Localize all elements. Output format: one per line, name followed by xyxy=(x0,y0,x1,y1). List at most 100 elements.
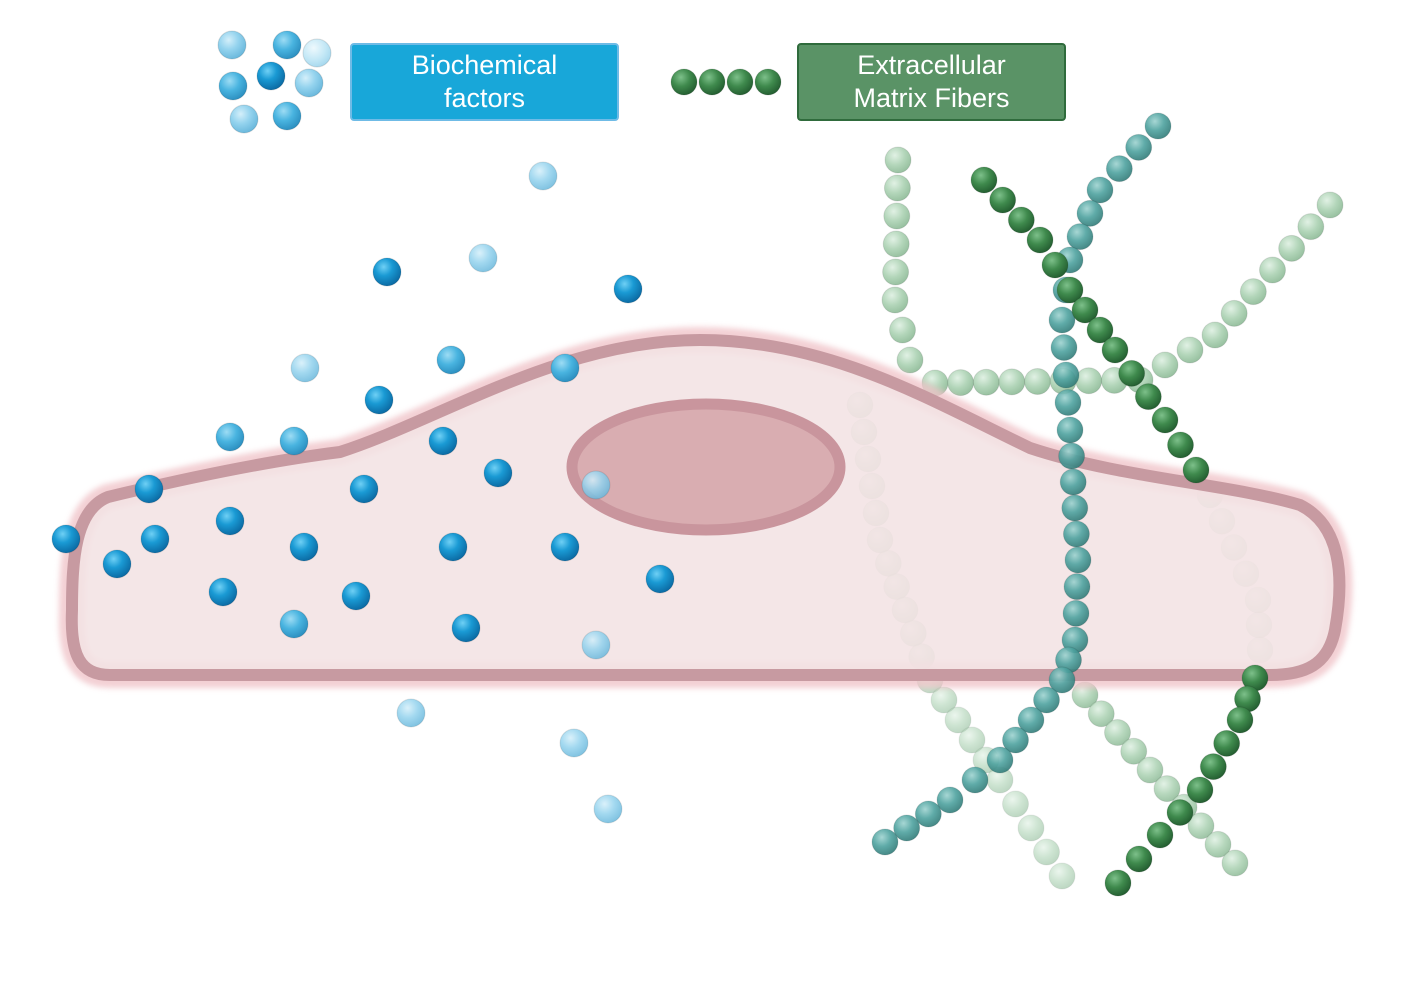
biochemical-factor xyxy=(645,564,675,594)
ecm-fiber-pale-green xyxy=(1297,213,1325,241)
ecm-fiber-dark-green xyxy=(1104,869,1132,897)
legend-fiber-icon xyxy=(754,68,782,96)
legend-factor-icon xyxy=(218,71,248,101)
ecm-fiber-pale-green xyxy=(1187,812,1215,840)
ecm-fiber-pale-green xyxy=(884,146,912,174)
legend-factor-icon xyxy=(272,101,302,131)
ecm-fiber-teal xyxy=(1105,155,1133,183)
biochemical-factor xyxy=(289,532,319,562)
biochemical-factor xyxy=(364,385,394,415)
biochemical-factor xyxy=(215,506,245,536)
ecm-fiber-teal xyxy=(1054,389,1082,416)
ecm-fiber-pale-green xyxy=(1220,299,1248,327)
ecm-fiber-pale-green xyxy=(944,706,972,734)
legend-icons xyxy=(217,30,782,134)
ecm-fiber-teal xyxy=(1059,468,1087,496)
biochemical-factor xyxy=(593,794,623,824)
legend-fiber-icon xyxy=(726,68,754,96)
ecm-fiber-dark-green xyxy=(1151,406,1179,434)
ecm-fiber-dark-green xyxy=(1199,753,1227,781)
ecm-fiber-teal xyxy=(1066,223,1094,251)
ecm-fiber-pale-green xyxy=(1316,191,1344,219)
ecm-fiber-dark-green xyxy=(1213,729,1241,757)
ecm-fiber-pale-green xyxy=(1151,351,1179,379)
ecm-fiber-dark-green xyxy=(1134,383,1162,411)
biochemical-factor xyxy=(581,470,611,500)
ecm-fiber-dark-green xyxy=(1166,799,1194,826)
ecm-fiber-teal xyxy=(1125,133,1153,161)
biochemical-factor xyxy=(559,728,589,758)
biochemical-factor xyxy=(451,613,481,643)
ecm-fiber-dark-green xyxy=(1026,226,1054,254)
ecm-fiber-teal xyxy=(1017,706,1045,734)
ecm-fibers-front xyxy=(871,112,1269,897)
ecm-fiber-pale-green xyxy=(1136,756,1164,784)
ecm-fiber-dark-green xyxy=(1167,431,1194,459)
biochemical-factor xyxy=(528,161,558,191)
ecm-fiber-teal xyxy=(1002,726,1029,754)
ecm-fiber-teal xyxy=(1064,546,1092,574)
ecm-fiber-teal xyxy=(1048,306,1076,334)
ecm-fiber-pale-green xyxy=(1153,775,1181,803)
ecm-fiber-teal xyxy=(936,786,964,814)
ecm-fiber-teal xyxy=(914,800,942,828)
legend-fiber-icon xyxy=(698,68,726,96)
biochemical-factor xyxy=(341,581,371,611)
ecm-fiber-teal xyxy=(1144,112,1172,140)
biochemical-factor xyxy=(349,474,379,504)
ecm-fiber-teal xyxy=(1058,442,1086,470)
ecm-fiber-teal xyxy=(1048,666,1076,694)
biochemical-factor xyxy=(396,698,426,728)
ecm-fiber-dark-green xyxy=(1056,276,1084,304)
legend-ecm-line2: Matrix Fibers xyxy=(853,83,1010,113)
ecm-fiber-dark-green xyxy=(1146,821,1174,849)
ecm-fiber-teal xyxy=(1052,361,1080,389)
biochemical-factor xyxy=(436,345,466,375)
biochemical-factor xyxy=(581,630,611,660)
legend-biochemical-line1: Biochemical xyxy=(411,50,558,80)
ecm-fiber-dark-green xyxy=(1118,359,1146,387)
ecm-fiber-pale-green xyxy=(1017,814,1045,842)
biochemical-factors xyxy=(51,161,675,824)
ecm-fiber-dark-green xyxy=(1086,316,1114,344)
ecm-fiber-teal xyxy=(1062,599,1090,627)
ecm-fiber-pale-green xyxy=(889,316,916,344)
ecm-fiber-pale-green xyxy=(1024,368,1051,395)
ecm-fiber-pale-green xyxy=(998,368,1026,396)
legend-factor-icon xyxy=(217,30,247,60)
ecm-fiber-teal xyxy=(893,814,921,842)
ecm-fiber-pale-green xyxy=(1259,256,1286,284)
ecm-fiber-dark-green xyxy=(1125,845,1153,873)
ecm-fiber-teal xyxy=(1086,176,1114,204)
ecm-fiber-teal xyxy=(961,766,989,794)
ecm-fiber-teal xyxy=(871,828,899,856)
biochemical-factor xyxy=(140,524,170,554)
ecm-fiber-dark-green xyxy=(1101,336,1129,364)
ecm-fiber-pale-green xyxy=(1048,862,1076,890)
ecm-fiber-pale-green xyxy=(883,174,911,202)
legend-factor-icon xyxy=(272,30,302,60)
biochemical-factor xyxy=(279,609,309,639)
biochemical-factor xyxy=(468,243,498,273)
ecm-fiber-teal xyxy=(1063,573,1091,601)
biochemical-factor xyxy=(428,426,458,456)
ecm-fiber-pale-green xyxy=(1120,737,1148,765)
ecm-fiber-pale-green xyxy=(1201,321,1229,349)
ecm-fiber-dark-green xyxy=(1071,296,1099,324)
biochemical-factor xyxy=(134,474,164,504)
legend-ecm-line1: Extracellular xyxy=(857,50,1006,80)
biochemical-factor xyxy=(483,458,513,488)
biochemical-factor xyxy=(51,524,81,554)
biochemical-factor xyxy=(613,274,643,304)
ecm-fiber-pale-green xyxy=(1239,278,1267,306)
legend-factor-icon xyxy=(294,68,324,98)
ecm-fiber-teal xyxy=(1033,686,1060,714)
biochemical-factor xyxy=(550,353,580,383)
ecm-fiber-dark-green xyxy=(1182,456,1210,484)
ecm-fiber-dark-green xyxy=(1041,251,1069,279)
ecm-fiber-teal xyxy=(1050,334,1078,361)
legend-biochemical-factors: Biochemical factors xyxy=(350,43,619,121)
ecm-fiber-teal xyxy=(1076,199,1104,227)
ecm-fiber-pale-green xyxy=(1002,790,1029,818)
